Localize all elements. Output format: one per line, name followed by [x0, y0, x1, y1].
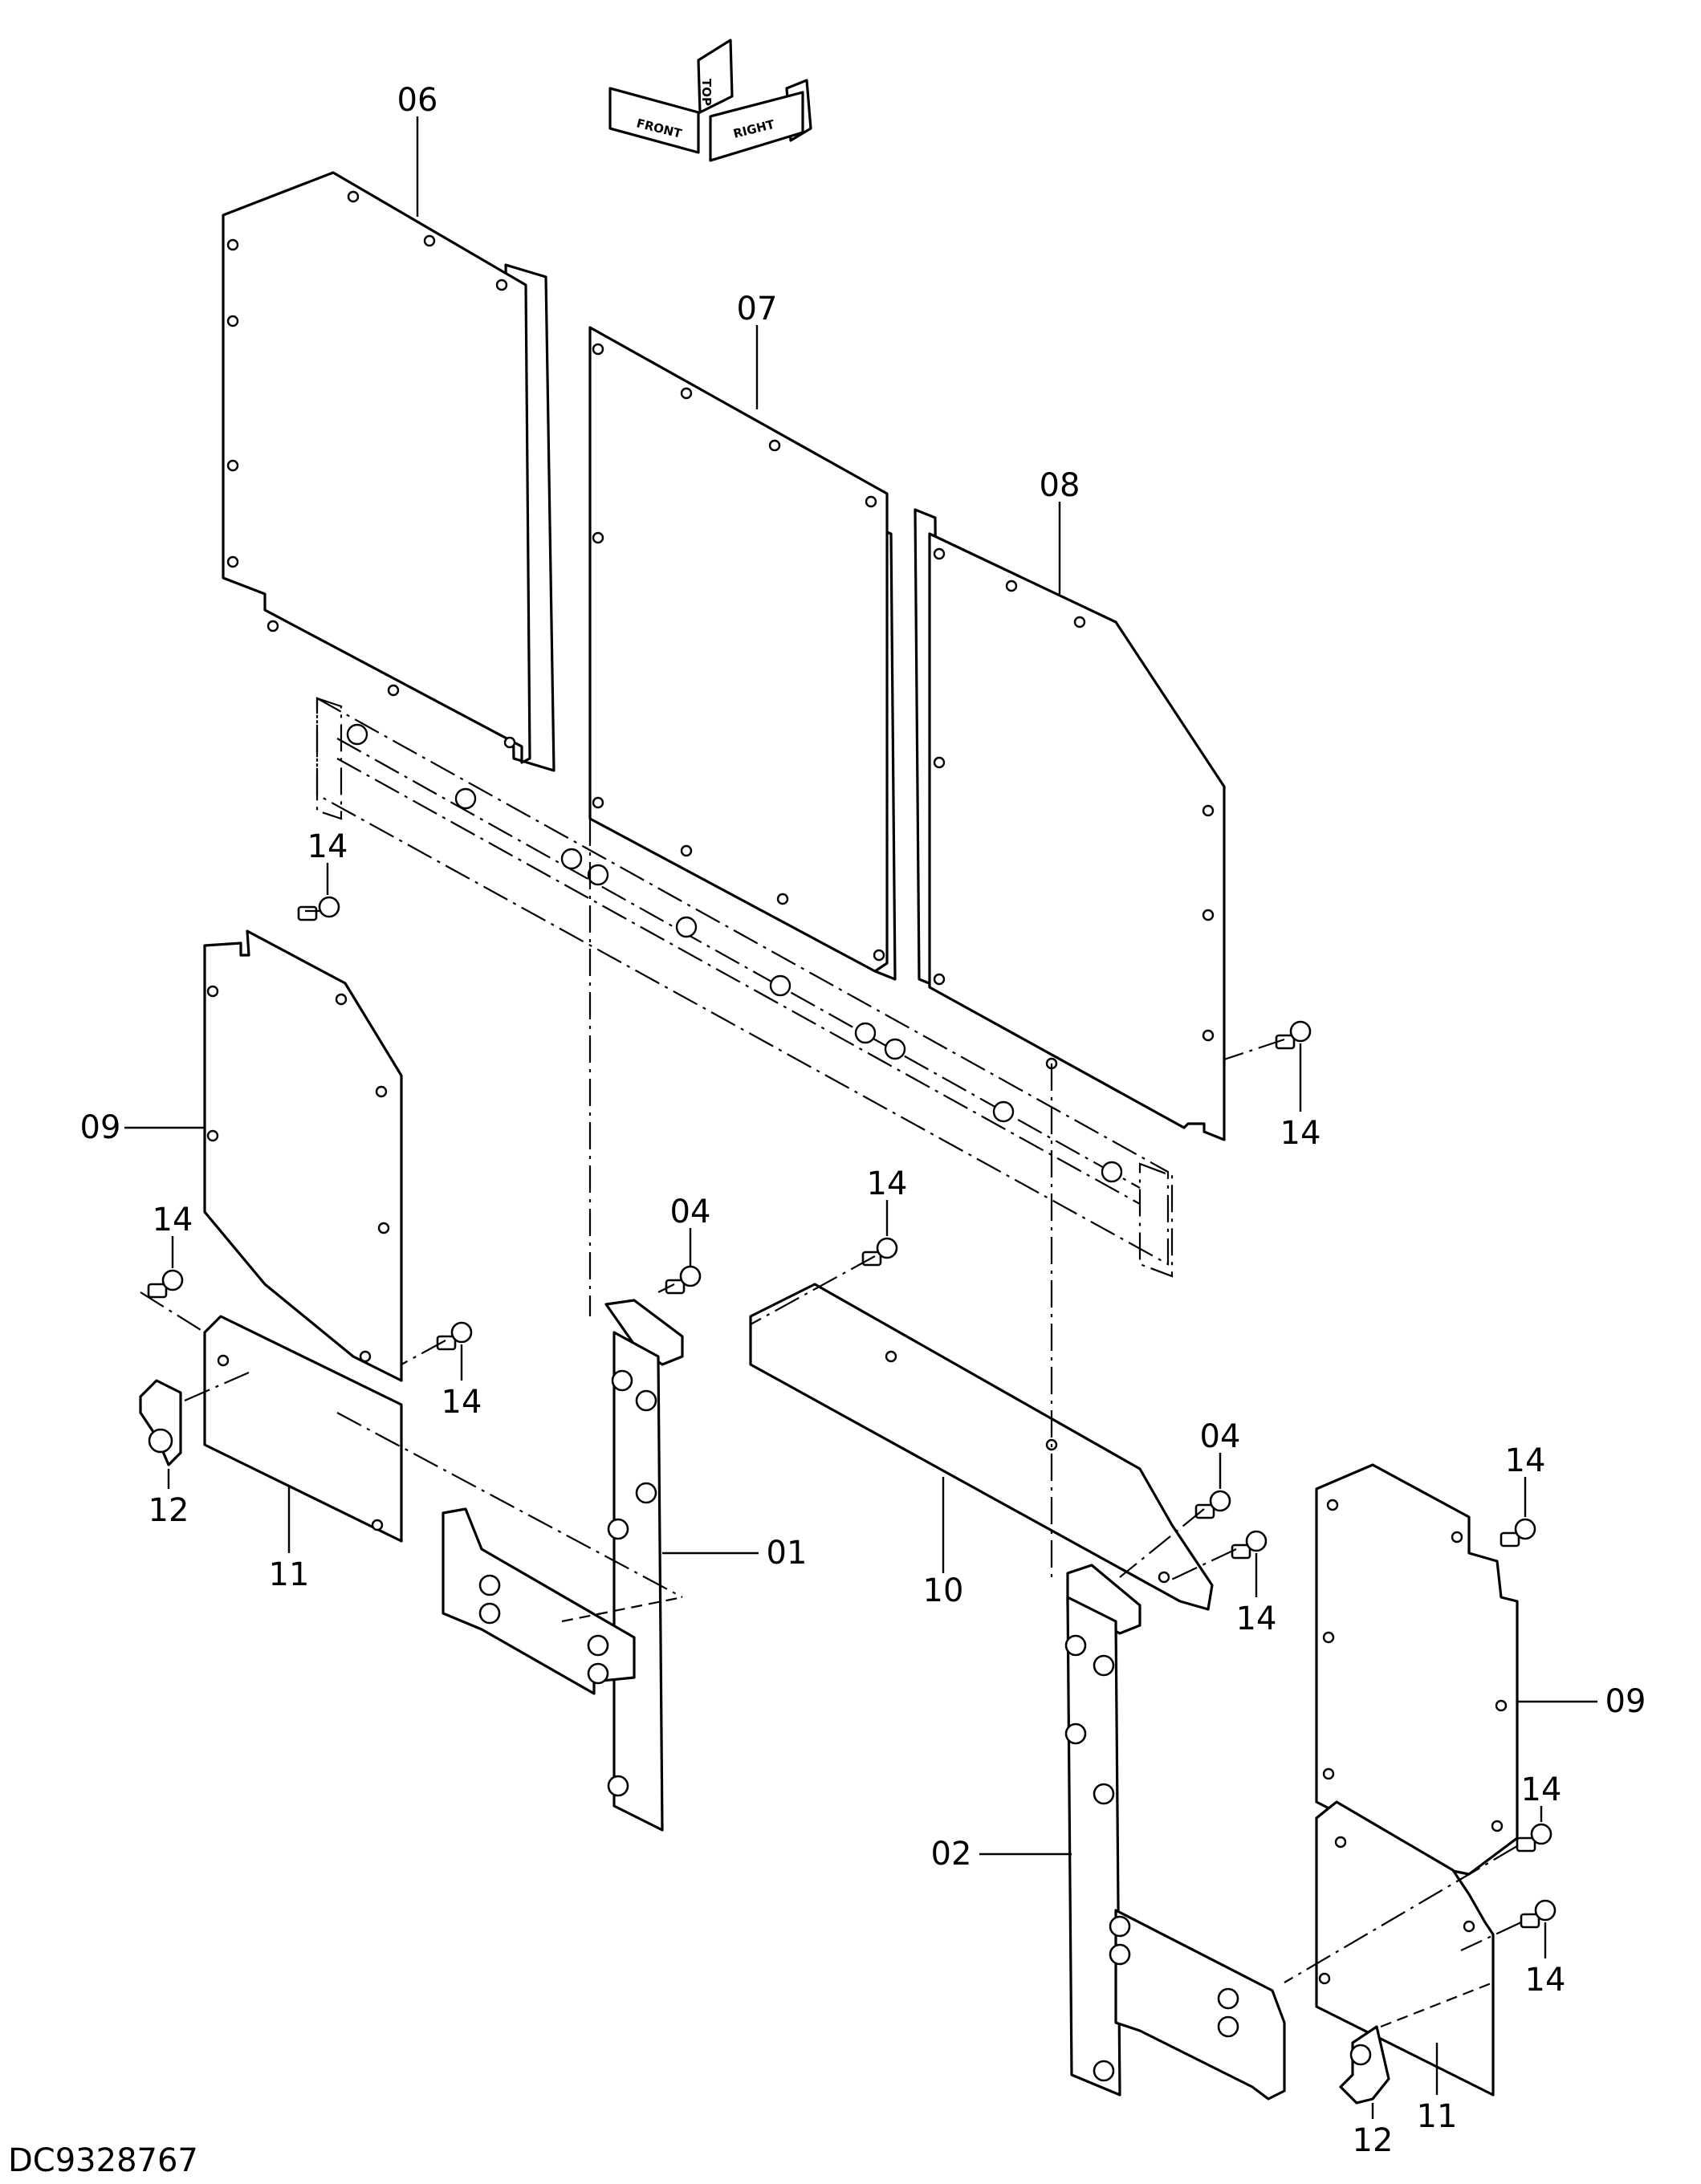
- panel-11-left: [203, 1315, 403, 1543]
- callout-01: 01: [767, 1535, 808, 1572]
- bolt-14-left-upper: [147, 1269, 184, 1299]
- callout-14-d: 14: [442, 1384, 482, 1421]
- callout-07: 07: [737, 291, 778, 327]
- bolt-04-left: [665, 1265, 702, 1295]
- bolt-04-right: [1194, 1490, 1231, 1519]
- panel-08: [914, 508, 1226, 1141]
- bolt-14-right-lower: [1520, 1899, 1557, 1929]
- drawing-code: DC9328767: [8, 2142, 198, 2179]
- bracket-02: [1064, 1564, 1286, 2101]
- bolt-14-top-left: [297, 896, 340, 921]
- panel-10: [749, 1283, 1214, 1611]
- panel-11-right: [1315, 1800, 1495, 2097]
- bolt-14-mid: [861, 1237, 898, 1267]
- panel-09-left: [203, 929, 403, 1382]
- bolt-14-right-panel: [1500, 1518, 1536, 1548]
- callout-09-left: 09: [80, 1109, 121, 1146]
- callout-11-right: 11: [1417, 2098, 1458, 2135]
- bracket-01: [442, 1299, 684, 1832]
- callout-14-h: 14: [1521, 1771, 1562, 1808]
- callout-14-b: 14: [1280, 1115, 1321, 1152]
- callout-12-right: 12: [1353, 2122, 1394, 2159]
- panel-07: [588, 326, 897, 981]
- callout-09-right: 09: [1605, 1683, 1646, 1720]
- leader-lines: [124, 116, 1597, 2119]
- callout-14-g: 14: [1505, 1442, 1546, 1479]
- bolt-14-top-right: [1275, 1020, 1312, 1050]
- callout-14-c: 14: [153, 1202, 193, 1238]
- orientation-top-label: TOP: [699, 79, 714, 106]
- callout-14-i: 14: [1525, 1962, 1566, 1999]
- callout-04-right: 04: [1200, 1418, 1241, 1455]
- bolt-14-right-upper: [1516, 1823, 1552, 1853]
- assembly-lines: [140, 819, 1522, 2028]
- orientation-icon: FRONT TOP RIGHT: [608, 39, 812, 162]
- mounting-rail: [315, 697, 1174, 1278]
- bracket-12-left: [139, 1379, 182, 1466]
- bolt-14-right-mid: [1231, 1530, 1268, 1560]
- callout-11-left: 11: [269, 1556, 310, 1593]
- callout-08: 08: [1040, 467, 1080, 504]
- callout-06: 06: [397, 82, 438, 119]
- callout-04-left: 04: [670, 1194, 711, 1230]
- panel-06: [222, 171, 555, 772]
- callout-12-left: 12: [149, 1492, 189, 1529]
- callout-14-f: 14: [1236, 1600, 1277, 1637]
- callout-14-e: 14: [867, 1165, 908, 1202]
- callout-14-a: 14: [307, 828, 348, 865]
- callout-10: 10: [923, 1572, 964, 1609]
- bracket-12-right: [1339, 2025, 1390, 2105]
- bolt-14-left-lower: [436, 1321, 473, 1351]
- callout-02: 02: [931, 1836, 972, 1873]
